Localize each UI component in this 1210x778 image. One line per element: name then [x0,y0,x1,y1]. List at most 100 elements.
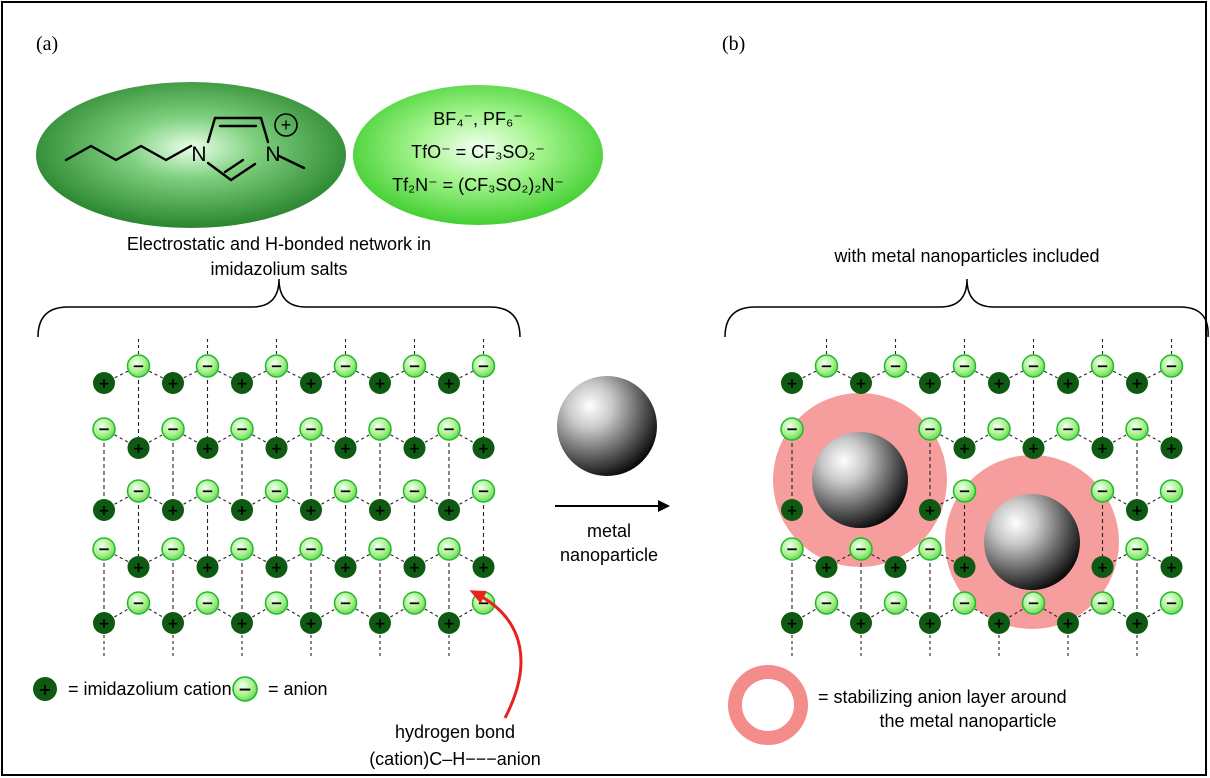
imidazolium-cation-icon: + [265,437,288,459]
anion-icon: − [814,354,839,378]
cation-plus-sign: + [993,376,1005,392]
arrow-label-line1: metal [587,521,631,541]
imidazolium-cation-icon: + [162,612,184,634]
anion-minus-sign: − [889,594,902,612]
cation-n3-atom: N [265,143,280,166]
anion-icon: − [92,417,116,441]
cation-plus-sign: + [924,376,936,392]
hbond-arrow [469,590,523,719]
imidazolium-cation-icon: + [850,372,872,394]
anion-icon: − [1159,479,1184,503]
cation-plus-sign: + [409,441,421,457]
anion-minus-sign: − [1131,420,1144,438]
cation-plus-sign: + [305,616,317,632]
cation-charge-circle [274,113,298,137]
anion-icon: − [264,591,289,615]
anion-icon: − [1090,479,1115,503]
anion-icon: − [195,354,220,378]
imidazolium-cation-icon: + [919,499,941,521]
imidazolium-cation-icon: + [93,612,115,634]
anion-icon: − [230,417,254,441]
imidazolium-cation-icon: + [403,556,426,578]
cation-plus-sign: + [443,376,455,392]
imidazolium-cation-icon: + [1022,437,1045,459]
panel-a-label: (a) [36,33,58,55]
anion-minus-sign: − [270,482,283,500]
anion-icon: − [1125,417,1149,441]
imidazolium-cation-icon: + [919,612,941,634]
cation-plus-sign: + [305,376,317,392]
imidazolium-cation-icon: + [472,437,495,459]
anion-icon: − [814,591,839,615]
anion-minus-sign: − [1062,420,1075,438]
nanoparticle-sphere [812,432,908,528]
cation-plus-sign: + [167,503,179,519]
cation-plus-sign: + [1097,441,1109,457]
cation-plus-sign: + [786,376,798,392]
legend-cation-symbol: + [33,677,57,701]
anion-icon: − [1090,591,1115,615]
cation-charge-sign: + [281,115,292,135]
imidazolium-cation-icon: + [884,556,907,578]
metal-nanoparticle-icon [557,376,657,476]
network-title-line1: Electrostatic and H-bonded network in [127,234,431,254]
imidazolium-cation-icon: + [127,556,150,578]
imidazolium-cation-icon: + [196,437,219,459]
legend-minus-sign: − [238,680,252,700]
anion-minus-sign: − [408,594,421,612]
imidazolium-cation-icon: + [1126,499,1148,521]
anion-icon: − [264,354,289,378]
anion-icon: − [952,591,977,615]
anion-minus-sign: − [374,420,387,438]
imidazolium-cation-icon: + [1126,612,1148,634]
hbond-label-line2: (cation)C–H−−−anion [369,749,541,769]
anion-icon: − [402,479,427,503]
imidazolium-cation-icon: + [815,556,838,578]
anion-icon: − [437,417,461,441]
anion-minus-sign: − [167,540,180,558]
imidazolium-cation-icon: + [1126,372,1148,394]
imidazolium-cation-icon: + [781,372,803,394]
cation-plus-sign: + [1062,376,1074,392]
anion-minus-sign: − [924,420,937,438]
anion-list-line2: TfO⁻ = CF₃SO₂⁻ [411,142,545,162]
anion-icon: − [952,354,977,378]
anion-minus-sign: − [443,540,456,558]
anion-icon: − [471,354,496,378]
network-brace-b [724,278,1209,338]
anion-minus-sign: − [132,482,145,500]
cation-plus-sign: + [271,560,283,576]
anion-minus-sign: − [1131,540,1144,558]
hbond-label-line1: hydrogen bond [395,722,515,742]
cation-plus-sign: + [959,441,971,457]
anion-icon: − [264,479,289,503]
panel-b-label: (b) [722,33,745,55]
cation-plus-sign: + [236,616,248,632]
anion-minus-sign: − [374,540,387,558]
anion-ellipse: BF₄⁻, PF₆⁻ TfO⁻ = CF₃SO₂⁻ Tf₂N⁻ = (CF₃SO… [353,85,603,225]
anion-icon: − [883,591,908,615]
anion-icon: − [918,417,942,441]
anion-minus-sign: − [958,482,971,500]
anion-minus-sign: − [889,357,902,375]
anion-icon: − [126,591,151,615]
anion-icon: − [1159,354,1184,378]
anion-minus-sign: − [443,420,456,438]
anion-icon: − [230,537,254,561]
anion-icon: − [1021,591,1046,615]
cation-plus-sign: + [409,560,421,576]
anion-minus-sign: − [993,420,1006,438]
cation-plus-sign: + [167,376,179,392]
anion-minus-sign: − [477,482,490,500]
anion-minus-sign: − [339,594,352,612]
anion-icon: − [780,417,804,441]
anion-minus-sign: − [820,594,833,612]
imidazolium-cation-icon: + [1091,437,1114,459]
cation-plus-sign: + [443,616,455,632]
anion-minus-sign: − [786,540,799,558]
cation-plus-sign: + [133,441,145,457]
legend-stabilizing-layer-icon [728,665,808,745]
anion-icon: − [1090,354,1115,378]
